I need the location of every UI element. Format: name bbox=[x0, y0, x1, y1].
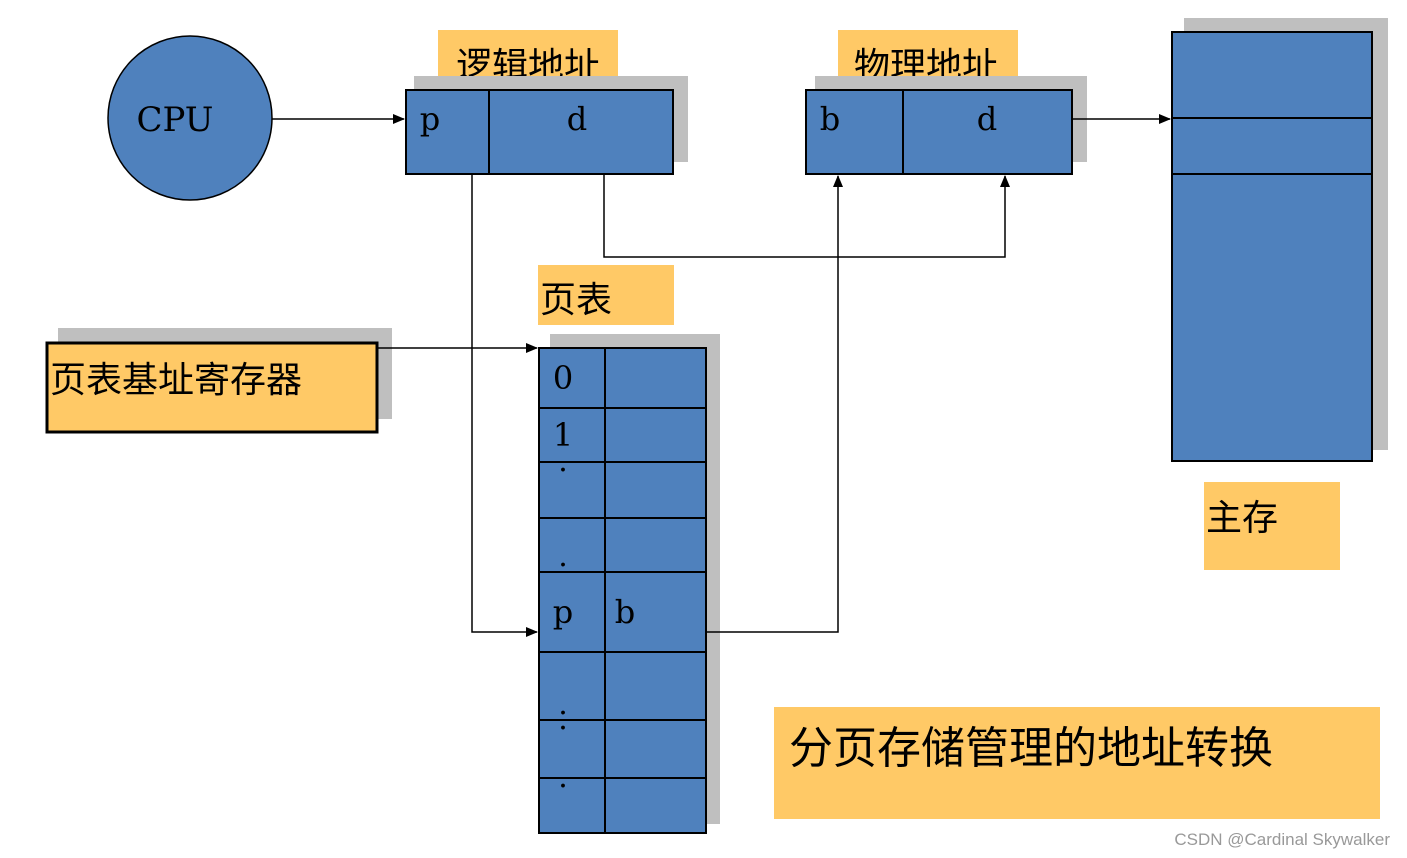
page-table-base-register-label: 页表基址寄存器 bbox=[50, 360, 302, 401]
cpu-label: CPU bbox=[137, 100, 214, 140]
logical-page-to-page-table-arrow bbox=[471, 174, 538, 637]
page-table-page-number: . bbox=[558, 539, 568, 574]
logical-offset-to-physical-offset-arrow bbox=[603, 174, 1010, 258]
caption-bg bbox=[774, 707, 1380, 819]
page-table-base-register-box bbox=[45, 341, 379, 434]
main-memory: 主存 bbox=[1171, 18, 1388, 570]
page-table-page-number: · bbox=[558, 453, 568, 488]
page-table-title-bg bbox=[538, 265, 674, 325]
main-memory-label: 主存 bbox=[1206, 498, 1278, 539]
logical-address-offset-field: d bbox=[567, 100, 587, 138]
page-table-page-number: 1 bbox=[553, 416, 573, 454]
main-memory-box bbox=[1171, 31, 1373, 462]
page-table-page-number: 0 bbox=[553, 359, 573, 397]
page-table-title: 页表 bbox=[538, 265, 674, 325]
caption: 分页存储管理的地址转换 bbox=[774, 707, 1380, 819]
physical-address-offset-field: d bbox=[977, 100, 997, 138]
physical-address-frame-field: b bbox=[820, 100, 840, 138]
page-table-title-text: 页表 bbox=[540, 280, 612, 321]
watermark: CSDN @Cardinal Skywalker bbox=[1174, 830, 1390, 849]
physical-address-box bbox=[805, 89, 1073, 175]
page-table-row: 1 bbox=[553, 416, 573, 454]
logical-address: 逻辑地址 p d bbox=[405, 30, 688, 175]
main-memory-label-bg bbox=[1204, 482, 1340, 570]
page-table-row: . bbox=[558, 539, 568, 574]
cpu-node: CPU bbox=[107, 35, 273, 201]
page-table-base-register: 页表基址寄存器 bbox=[45, 328, 392, 434]
page-table-row: · bbox=[558, 453, 568, 488]
page-table-box bbox=[538, 347, 707, 834]
page-table-row: · bbox=[558, 711, 568, 746]
page-table-row: · bbox=[558, 769, 568, 804]
page-table-page-number: · bbox=[558, 769, 568, 804]
physical-address: 物理地址 b d bbox=[805, 30, 1087, 175]
logical-address-page-field: p bbox=[420, 100, 440, 138]
page-table-page-number: · bbox=[558, 711, 568, 746]
caption-text: 分页存储管理的地址转换 bbox=[789, 723, 1273, 774]
page-table-page-number: p bbox=[553, 593, 573, 631]
page-table-row: . bbox=[558, 687, 568, 722]
page-table-page-number: . bbox=[558, 687, 568, 722]
page-table-row: 0 bbox=[553, 359, 573, 397]
logical-address-box bbox=[405, 89, 674, 175]
page-table-frame-number: b bbox=[615, 593, 635, 631]
page-table-frame-to-physical-arrow bbox=[706, 175, 843, 633]
connectors bbox=[272, 114, 1171, 637]
